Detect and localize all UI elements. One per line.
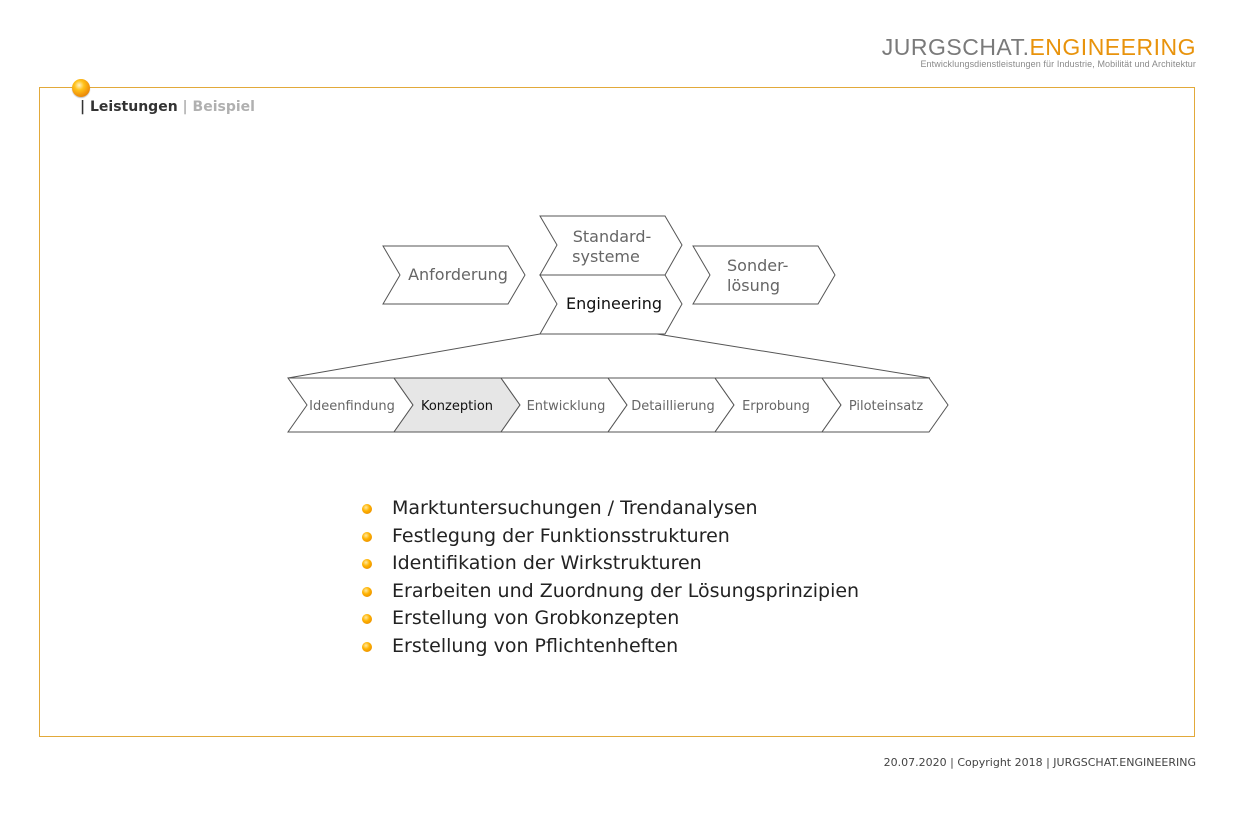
breadcrumb-sep-2: |	[177, 99, 193, 115]
phase-label-detaillierung: Detaillierung	[631, 399, 715, 414]
label-sonderloesung-line2: lösung	[727, 276, 780, 295]
list-item-text: Identifikation der Wirkstrukturen	[392, 552, 702, 575]
bullet-dot-icon	[362, 504, 372, 514]
chevron-engineering	[539, 274, 683, 335]
logo-title-part2: ENGINEERING	[1029, 34, 1196, 60]
chevron-sonderloesung	[692, 245, 836, 305]
phase-label-piloteinsatz: Piloteinsatz	[849, 399, 924, 414]
breadcrumb-current[interactable]: Leistungen	[90, 99, 178, 115]
bullet-dot-icon	[362, 586, 372, 597]
orange-ball-icon	[72, 79, 90, 97]
label-sonderloesung-line1: Sonder-	[727, 256, 788, 275]
list-item: Festlegung der Funktionsstrukturen	[362, 523, 859, 551]
label-standardsysteme-line1: Standard-	[573, 227, 652, 246]
list-item: Erarbeiten und Zuordnung der Lösungsprin…	[362, 578, 859, 606]
company-logo: JURGSCHAT.ENGINEERING Entwicklungsdienst…	[882, 34, 1196, 69]
breadcrumb: | Leistungen | Beispiel	[80, 99, 255, 115]
phase-label-erprobung: Erprobung	[742, 399, 810, 414]
logo-title-part1: JURGSCHAT.	[881, 34, 1030, 60]
list-item: Identifikation der Wirkstrukturen	[362, 550, 859, 578]
logo-tagline: Entwicklungsdienstleistungen für Industr…	[920, 59, 1196, 69]
phase-label-ideenfindung: Ideenfindung	[309, 399, 395, 414]
content-frame	[39, 87, 1195, 737]
phase-chevron-piloteinsatz	[821, 377, 949, 433]
label-anforderung: Anforderung	[408, 265, 508, 284]
bullet-dot-icon	[362, 641, 372, 652]
label-standardsysteme-line2: systeme	[572, 247, 640, 266]
label-engineering: Engineering	[566, 294, 662, 313]
list-item-text: Festlegung der Funktionsstrukturen	[392, 524, 730, 547]
footer-copyright: 20.07.2020 | Copyright 2018 | JURGSCHAT.…	[883, 756, 1196, 769]
list-item: Marktuntersuchungen / Trendanalysen	[362, 495, 859, 523]
bullet-dot-icon	[362, 614, 372, 625]
breadcrumb-next[interactable]: Beispiel	[192, 99, 255, 115]
zoom-line-left	[287, 333, 541, 379]
logo-title: JURGSCHAT.ENGINEERING	[882, 34, 1196, 60]
list-item-text: Marktuntersuchungen / Trendanalysen	[392, 497, 758, 519]
list-item: Erstellung von Grobkonzepten	[362, 605, 859, 633]
list-item-text: Erarbeiten und Zuordnung der Lösungsprin…	[392, 579, 860, 602]
task-list: Marktuntersuchungen / Trendanalysen Fest…	[362, 495, 859, 661]
chevron-anforderung	[382, 245, 526, 305]
phase-label-entwicklung: Entwicklung	[527, 399, 606, 414]
bullet-dot-icon	[362, 559, 372, 570]
zoom-line-right	[656, 333, 931, 379]
list-item: Erstellung von Pflichtenheften	[362, 633, 859, 661]
list-item-text: Erstellung von Grobkonzepten	[392, 607, 680, 630]
list-item-text: Erstellung von Pflichtenheften	[392, 634, 679, 657]
bullet-dot-icon	[362, 531, 372, 542]
phase-label-konzeption: Konzeption	[421, 399, 493, 414]
breadcrumb-sep: |	[80, 99, 90, 115]
